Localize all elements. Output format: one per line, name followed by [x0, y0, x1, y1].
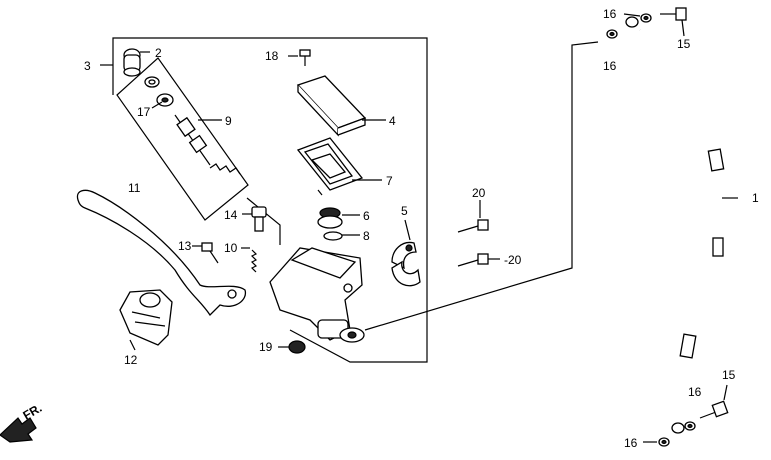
washer-part-16-bottom-a: [684, 421, 696, 431]
callout-5: 5: [401, 204, 408, 218]
callout-20-lower: -20: [504, 253, 522, 267]
callout-9: 9: [225, 114, 232, 128]
brake-lever-part-11: [76, 189, 247, 317]
callout-15-top: 15: [677, 37, 691, 51]
callout-12: 12: [124, 353, 138, 367]
group-bracket: [112, 37, 428, 363]
sub-group-9-frame: [116, 57, 249, 221]
callout-2: 2: [155, 46, 162, 60]
callout-19: 19: [259, 340, 273, 354]
lever-bracket-part-12: [119, 289, 173, 346]
bolt-part-20-upper: [457, 219, 489, 233]
callout-18: 18: [265, 49, 279, 63]
reservoir-cover-part-4: [296, 75, 367, 137]
piston-part-9: [174, 114, 241, 175]
front-direction-arrow-icon: [0, 417, 37, 443]
callout-16-bottom-a: 16: [688, 385, 702, 399]
callout-6: 6: [363, 209, 370, 223]
callout-16-top-a: 16: [603, 7, 617, 21]
callout-16-top-b: 16: [603, 59, 617, 73]
screw-part-18: [299, 49, 311, 66]
callout-4: 4: [389, 114, 396, 128]
clip-part-8: [323, 231, 343, 241]
callout-16-bottom-b: 16: [624, 436, 638, 450]
washer-part-16-top-b: [640, 13, 652, 23]
callout-11: 11: [128, 181, 141, 195]
callout-14: 14: [224, 208, 238, 222]
callout-3: 3: [84, 59, 91, 73]
connector-line: [364, 41, 599, 331]
callout-8: 8: [363, 229, 370, 243]
cap-part-2: [123, 48, 141, 77]
bolt-part-20-lower: [457, 253, 489, 267]
callout-17: 17: [137, 105, 151, 119]
plate-part-6: [317, 207, 343, 229]
cap-part-19: [288, 340, 306, 354]
holder-part-5: [391, 241, 421, 287]
pin-part-14: [251, 206, 267, 232]
front-direction-label: FR.: [21, 401, 45, 423]
washer-part-16-top-a: [606, 29, 618, 39]
callout-1: 1: [752, 191, 759, 205]
callout-7: 7: [386, 174, 393, 188]
brake-hose-part-1: [625, 16, 725, 434]
callout-20-upper: 20: [472, 186, 486, 200]
callout-13: 13: [178, 239, 192, 253]
bolt-part-15-top: [660, 7, 687, 21]
master-cylinder-body: [269, 247, 365, 343]
washer-part-16-bottom-b: [658, 437, 670, 447]
callout-10: 10: [224, 241, 238, 255]
pivot-bolt-part-13: [201, 242, 219, 264]
seal-part-17: [144, 76, 174, 107]
diaphragm-part-7: [296, 137, 364, 196]
bolt-part-15-bottom: [699, 400, 729, 419]
callout-15-bottom: 15: [722, 368, 736, 382]
spring-part-10: [250, 249, 258, 273]
